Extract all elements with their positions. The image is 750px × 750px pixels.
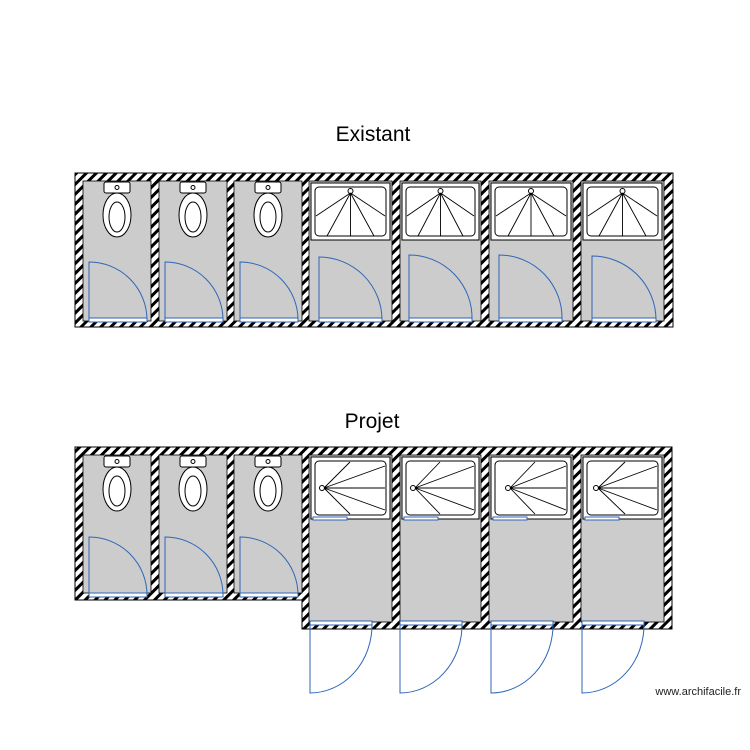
shower-tray-icon (582, 456, 663, 520)
door-swing (498, 254, 563, 323)
room-shower-2 (399, 454, 482, 694)
room-toilet-2 (158, 454, 228, 598)
room-shower-1 (308, 454, 393, 694)
door-swing (318, 256, 383, 323)
door-swing (408, 254, 473, 323)
shower-tray-icon (310, 456, 391, 520)
plan-title: Projet (345, 410, 400, 433)
door-swing (490, 620, 554, 694)
room-shower-1 (308, 180, 393, 323)
toilet-icon (102, 455, 132, 512)
door-swing (581, 620, 645, 694)
room-shower-4 (580, 180, 665, 323)
toilet-icon (178, 181, 208, 238)
room-toilet-2 (158, 180, 228, 323)
room-shower-2 (399, 180, 482, 323)
door-swing (239, 261, 299, 323)
shower-tray-icon (401, 456, 480, 520)
room-shower-3 (488, 454, 574, 694)
toilet-icon (253, 181, 283, 238)
door-swing (164, 536, 224, 598)
room-toilet-1 (82, 454, 152, 598)
shower-tray-icon (490, 182, 572, 241)
room-toilet-1 (82, 180, 152, 323)
wall-opening (584, 516, 620, 521)
room-toilet-3 (233, 454, 303, 598)
toilet-icon (253, 455, 283, 512)
plan-projet: Projet (74, 410, 673, 694)
door-swing (239, 536, 299, 598)
door-swing (88, 536, 148, 598)
door-swing (88, 261, 148, 323)
door-swing (309, 620, 373, 694)
shower-tray-icon (582, 182, 663, 241)
room-shower-3 (488, 180, 574, 323)
shower-tray-icon (490, 456, 572, 520)
toilet-icon (178, 455, 208, 512)
door-swing (164, 261, 224, 323)
door-swing (591, 255, 657, 323)
watermark-credit: www.archifacile.fr (654, 686, 741, 698)
room-toilet-3 (233, 180, 303, 323)
wall-opening (312, 516, 348, 521)
door-swing (399, 620, 463, 694)
wall-opening (403, 516, 439, 521)
wall-opening (492, 516, 528, 521)
shower-tray-icon (401, 182, 480, 241)
plan-existant: Existant (74, 123, 674, 328)
plan-title: Existant (336, 123, 411, 146)
shower-tray-icon (310, 182, 391, 241)
toilet-icon (102, 181, 132, 238)
room-shower-4 (580, 454, 665, 694)
